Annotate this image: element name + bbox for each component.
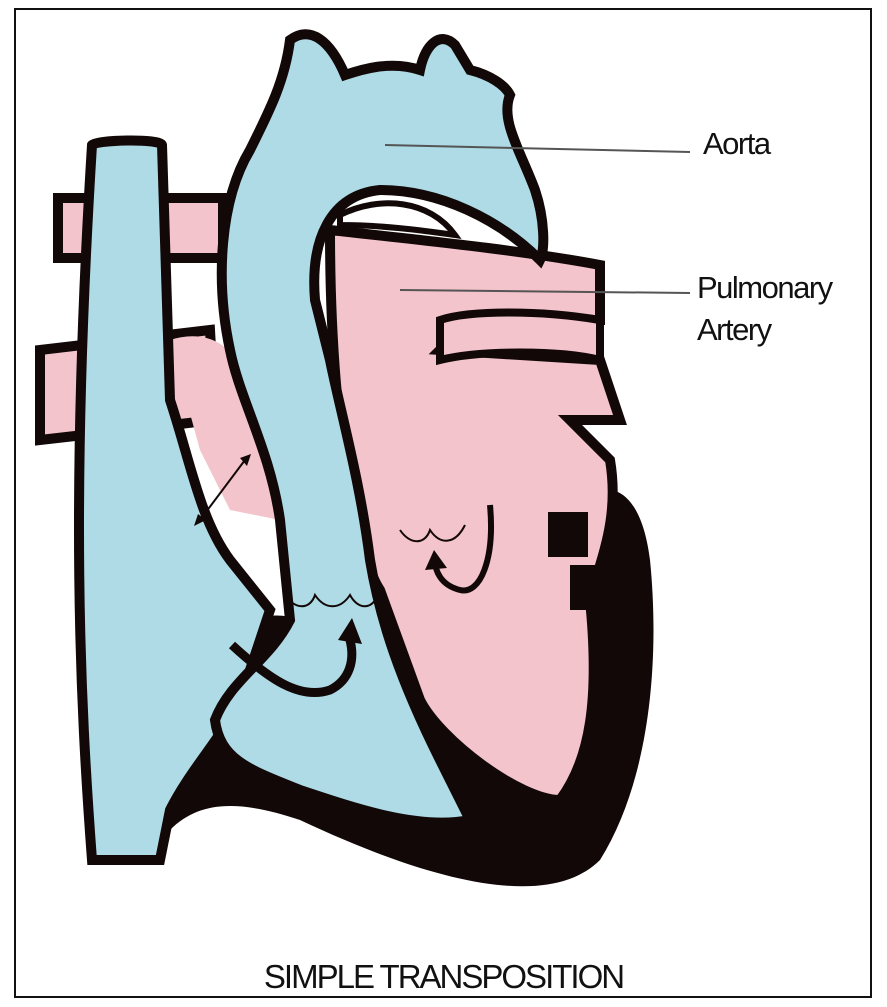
pulmonary-label-line1: Pulmonary (697, 270, 832, 306)
pulmonary-label-line2: Artery (697, 312, 771, 348)
diagram-caption: SIMPLE TRANSPOSITION (0, 958, 887, 996)
dark-block-2 (570, 565, 605, 610)
dark-block-1 (548, 512, 588, 557)
aorta-label: Aorta (703, 126, 770, 162)
pulmonary-branch-right (440, 313, 600, 361)
